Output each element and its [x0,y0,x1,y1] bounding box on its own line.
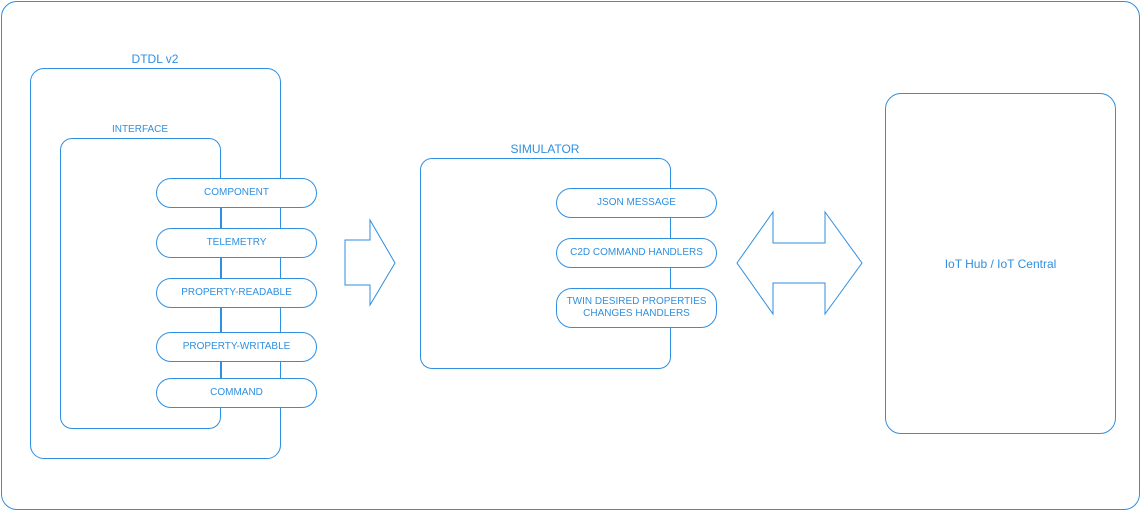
interface-item-command: COMMAND [156,378,317,408]
dtdl-title: DTDL v2 [131,52,179,66]
interface-title: INTERFACE [111,124,169,135]
simulator-item-twin-desired-properties: TWIN DESIRED PROPERTIES CHANGES HANDLERS [556,288,717,328]
bidirectional-arrow-icon [736,210,863,316]
right-arrow-icon [344,218,396,307]
iot-hub-container: IoT Hub / IoT Central [885,93,1116,434]
simulator-title: SIMULATOR [510,142,580,156]
interface-item-component: COMPONENT [156,178,317,208]
iot-hub-label: IoT Hub / IoT Central [944,256,1057,271]
simulator-item-json-message: JSON MESSAGE [556,188,717,218]
interface-item-telemetry: TELEMETRY [156,228,317,258]
simulator-item-c2d-command-handlers: C2D COMMAND HANDLERS [556,238,717,268]
interface-item-property-readable: PROPERTY-READABLE [156,278,317,308]
interface-item-property-writable: PROPERTY-WRITABLE [156,332,317,362]
